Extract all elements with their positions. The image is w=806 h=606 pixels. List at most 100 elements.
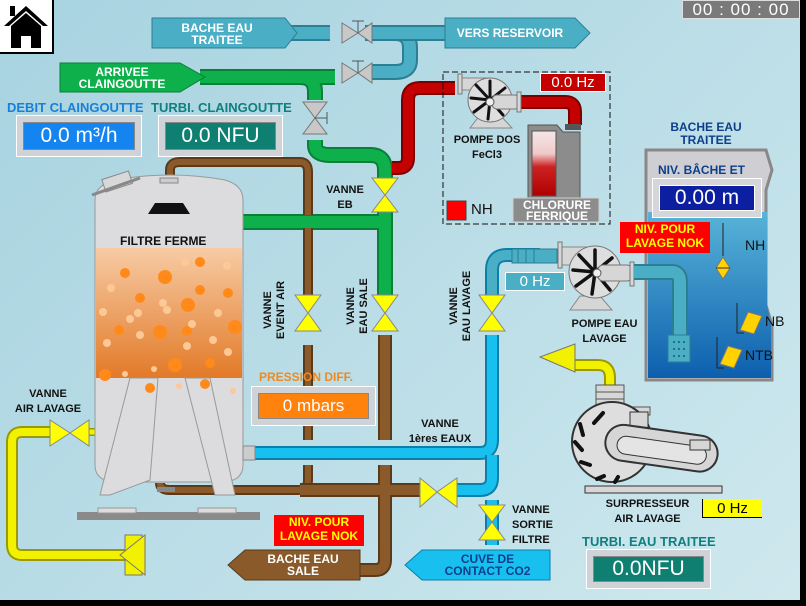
filter-lid xyxy=(91,170,141,197)
filter-bubbles xyxy=(99,257,242,393)
vers-reservoir-arrow-shape xyxy=(444,17,591,49)
alarm-line: NIV. POUR xyxy=(288,515,350,529)
label-line: VANNE xyxy=(326,184,364,196)
turbi-claingoutte-title: TURBI. CLAINGOUTTE xyxy=(151,100,292,115)
arrow-label-line: CONTACT CO2 xyxy=(444,564,531,578)
turbi-eau-traitee-frame[interactable]: 0.0NFU xyxy=(586,549,711,589)
cuve-contact-arrow[interactable]: CUVE DE CONTACT CO2 xyxy=(425,553,550,577)
turbi-eau-traitee-title: TURBI. EAU TRAITEE xyxy=(582,534,716,549)
label-line: SURPRESSEUR xyxy=(605,498,690,510)
niv-lavage-nok-alarm-bottom: NIV. POUR LAVAGE NOK xyxy=(274,515,364,546)
valve-manual-top[interactable] xyxy=(341,20,373,44)
filter-tank[interactable] xyxy=(77,170,260,520)
filtre-ferme-label: FILTRE FERME xyxy=(120,234,207,248)
valve-eau-sale[interactable] xyxy=(371,294,399,332)
label-line: VANNE xyxy=(29,388,67,400)
fecl3-tank[interactable] xyxy=(512,124,600,223)
pompe-dos-frequency: 0.0 Hz xyxy=(540,73,606,92)
level-switch-nh xyxy=(715,223,731,280)
valve-premieres-eaux[interactable] xyxy=(419,476,458,509)
arrow-label-line: BACHE EAU xyxy=(181,21,253,35)
arrow-label-line: BACHE EAU xyxy=(267,552,339,566)
nh-fecl3-label: NH xyxy=(471,201,493,218)
bache-eau-sale-arrow[interactable]: BACHE EAU SALE xyxy=(248,553,358,577)
bache-eau-traitee-arrow[interactable]: BACHE EAU TRAITEE xyxy=(152,22,282,46)
arrow-label-line: TRAITEE xyxy=(191,33,243,47)
niv-bache-et-frame[interactable]: 0.00 m xyxy=(652,178,762,218)
pompe-eau-lavage-label: POMPE EAU LAVAGE xyxy=(562,317,647,347)
label-line: VANNE xyxy=(345,287,357,325)
dosing-area-boundary xyxy=(442,71,611,225)
bache-eau-traitee-title: BACHE EAU TRAITEE xyxy=(663,121,749,147)
valve-manual-green[interactable] xyxy=(302,101,328,135)
arrow-label-line: CUVE DE xyxy=(460,552,515,566)
valve-air-lavage[interactable] xyxy=(49,419,90,447)
arrivee-claingoutte-arrow-shape xyxy=(59,62,206,93)
arrow-label-line: CLAINGOUTTE xyxy=(78,77,166,91)
label-line: 1ères EAUX xyxy=(408,433,472,445)
surpresseur-air-lavage[interactable] xyxy=(571,384,723,494)
filter-bubbles-light xyxy=(99,258,236,394)
valve-sortie-filtre[interactable] xyxy=(477,504,507,541)
pompe-dos-label: POMPE DOS FeCl3 xyxy=(447,133,527,163)
label-line: SORTIE xyxy=(512,519,553,531)
vanne-eb-label: VANNE EB xyxy=(325,183,365,213)
label-line: EAU SALE xyxy=(358,278,370,334)
label-line: LAVAGE xyxy=(582,333,627,345)
bache-eau-traitee-arrow-shape xyxy=(151,17,298,49)
label-line: FeCl3 xyxy=(472,149,502,161)
vanne-event-air-label: VANNE EVENT AIR xyxy=(262,270,288,350)
label-line: CHLORURE xyxy=(523,198,591,212)
valve-manual-middle[interactable] xyxy=(341,60,373,84)
label-line: FERRIQUE xyxy=(525,209,588,223)
pression-diff-frame[interactable]: 0 mbars xyxy=(251,386,376,426)
arrow-label-line: SALE xyxy=(286,564,319,578)
pump-eau-lavage[interactable] xyxy=(511,241,635,311)
arrow-label-line: ARRIVEE xyxy=(95,65,149,79)
debit-claingoutte-value: 0.0 m³/h xyxy=(23,122,135,150)
niv-bache-et-value: 0.00 m xyxy=(659,185,755,211)
turbi-eau-traitee-value: 0.0NFU xyxy=(593,556,704,582)
surpresseur-frequency: 0 Hz xyxy=(702,499,762,518)
label-line: VANNE xyxy=(448,287,460,325)
level-switch-nb xyxy=(736,303,763,335)
label-line: VANNE xyxy=(262,291,274,329)
air-supply-arrow xyxy=(538,343,576,373)
title-line: TRAITEE xyxy=(680,133,732,147)
niv-bache-et-title: NIV. BÂCHE ET xyxy=(658,163,745,177)
surpresseur-label: SURPRESSEUR AIR LAVAGE xyxy=(600,497,695,527)
label-line: AIR LAVAGE xyxy=(614,513,681,525)
label-line: AIR LAVAGE xyxy=(14,403,82,415)
chlorure-ferrique-label: CHLORURE FERRIQUE xyxy=(514,198,600,223)
label-line: VANNE xyxy=(421,418,459,430)
vanne-premieres-eaux-label: VANNE 1ères EAUX xyxy=(400,417,480,447)
pump-fecl3[interactable] xyxy=(457,73,522,129)
title-line: BACHE EAU xyxy=(670,120,742,134)
alarm-line: LAVAGE NOK xyxy=(625,236,705,250)
turbi-claingoutte-value: 0.0 NFU xyxy=(165,122,276,150)
level-switch-ntb xyxy=(716,337,743,369)
home-icon xyxy=(4,6,48,48)
nh-bache-label: NH xyxy=(745,237,766,253)
debit-claingoutte-frame[interactable]: 0.0 m³/h xyxy=(16,115,142,157)
vers-reservoir-arrow[interactable]: VERS RESERVOIR xyxy=(456,26,564,40)
valve-eb[interactable] xyxy=(370,177,400,213)
turbi-claingoutte-frame[interactable]: 0.0 NFU xyxy=(158,115,283,157)
valve-eau-lavage[interactable] xyxy=(478,294,506,332)
cuve-contact-arrow-shape xyxy=(404,549,551,581)
vanne-eau-sale-label: VANNE EAU SALE xyxy=(345,266,371,346)
clock-display: 00 : 00 : 00 xyxy=(682,0,800,19)
pompe-eau-lavage-frequency: 0 Hz xyxy=(505,272,565,291)
arrivee-claingoutte-arrow[interactable]: ARRIVEE CLAINGOUTTE xyxy=(62,66,182,90)
valve-event-air[interactable] xyxy=(294,294,322,332)
label-line: POMPE EAU xyxy=(571,318,638,330)
label-line: VANNE xyxy=(512,504,550,516)
nh-indicator-fecl3 xyxy=(446,200,467,221)
label-line: EVENT AIR xyxy=(275,280,287,340)
niv-lavage-nok-alarm-top: NIV. POUR LAVAGE NOK xyxy=(620,222,710,253)
label-line: POMPE DOS xyxy=(453,134,521,146)
home-button[interactable] xyxy=(0,0,54,54)
alarm-line: NIV. POUR xyxy=(634,222,696,236)
